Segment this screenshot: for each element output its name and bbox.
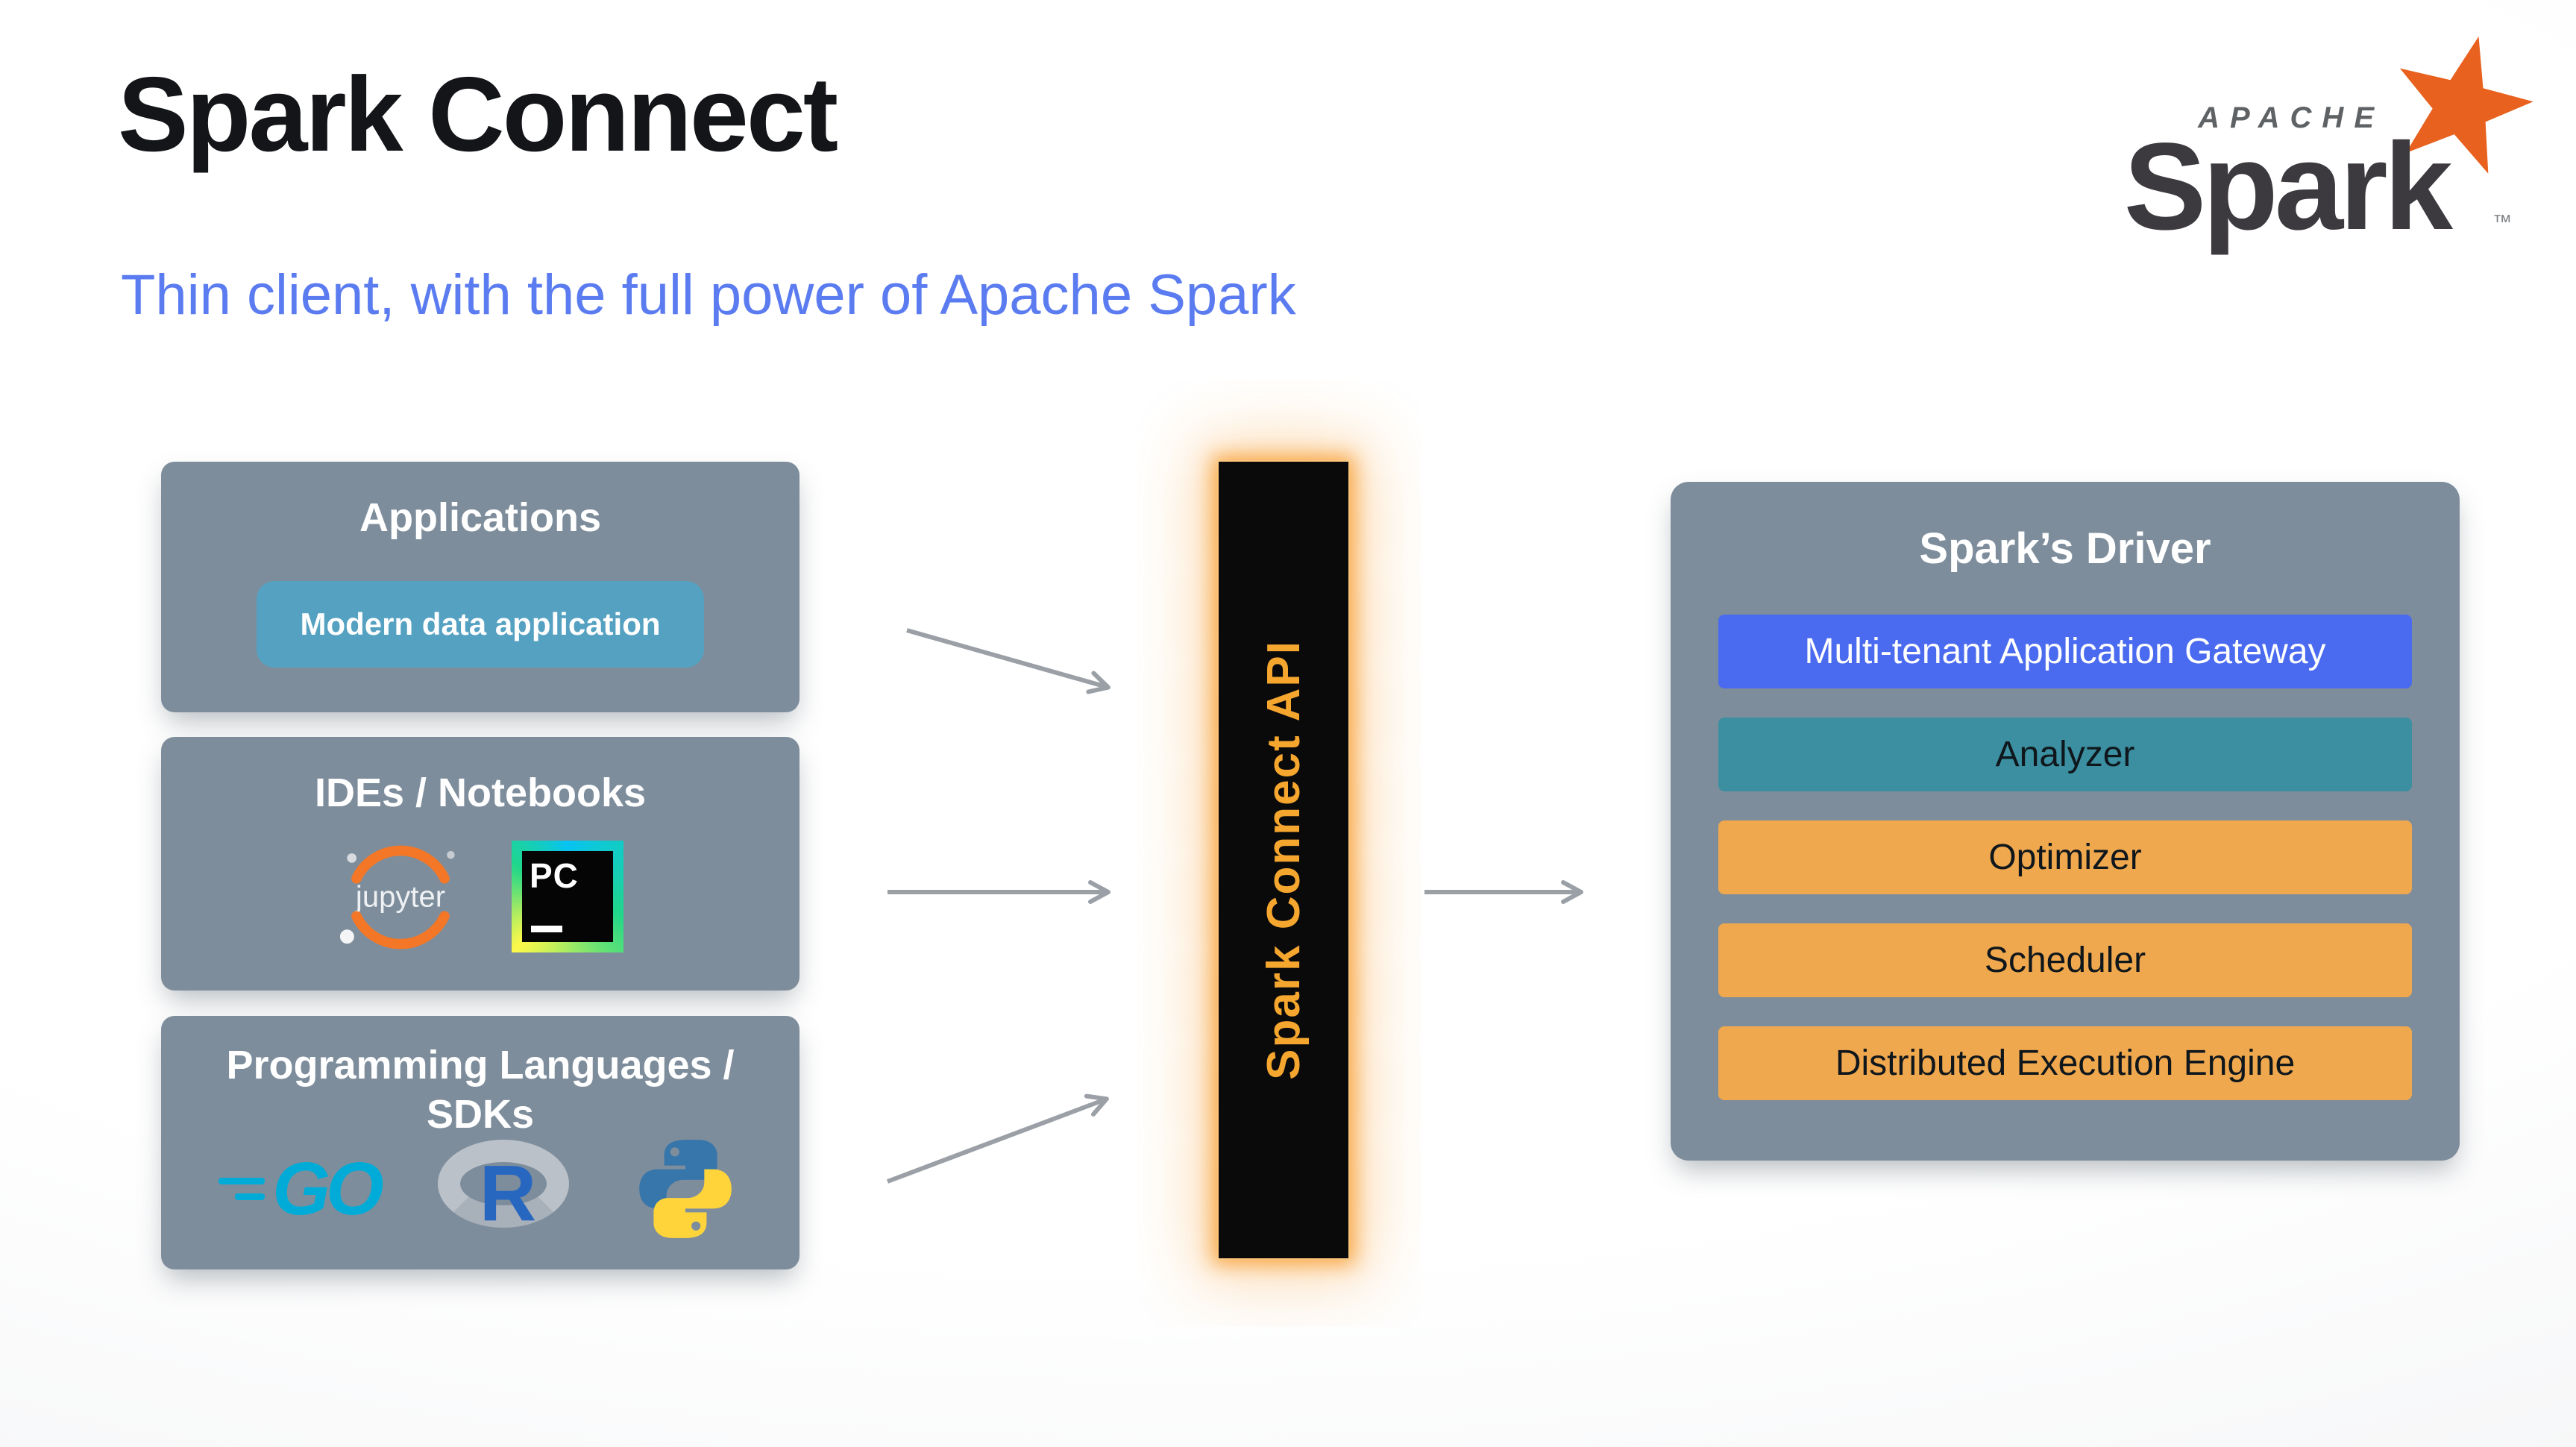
spark-connect-api-label: Spark Connect API xyxy=(1257,640,1310,1080)
arrow-applications-to-api xyxy=(906,628,1110,694)
slide-subtitle: Thin client, with the full power of Apac… xyxy=(121,263,1296,327)
apache-wordmark: APACHE xyxy=(2198,101,2384,134)
languages-title: Programming Languages / SDKs xyxy=(161,1041,799,1140)
languages-logo-row: GO R xyxy=(161,1122,799,1256)
r-label: R xyxy=(479,1149,537,1237)
notebooks-panel: IDEs / Notebooks jupyter PC xyxy=(161,737,799,991)
languages-panel: Programming Languages / SDKs GO R xyxy=(161,1016,799,1269)
spark-wordmark: Spark xyxy=(2123,118,2453,256)
apache-spark-logo: APACHE Spark ™ xyxy=(2090,19,2537,256)
jupyter-icon: jupyter xyxy=(339,845,455,950)
trademark-symbol: ™ xyxy=(2492,210,2512,233)
modern-data-application-pill: Modern data application xyxy=(257,581,704,668)
applications-title: Applications xyxy=(359,495,602,540)
jupyter-label: jupyter xyxy=(355,881,445,914)
spark-star-icon xyxy=(2399,36,2533,174)
go-icon: GO xyxy=(219,1146,384,1232)
driver-layers: Multi-tenant Application Gateway Analyze… xyxy=(1718,615,2412,1100)
driver-layer-gateway: Multi-tenant Application Gateway xyxy=(1718,615,2412,688)
notebooks-logo-row: jupyter PC xyxy=(161,823,799,970)
r-icon: R xyxy=(437,1137,571,1241)
python-icon xyxy=(638,1140,732,1238)
languages-title-line2: SDKs xyxy=(426,1091,535,1137)
page-title: Spark Connect xyxy=(118,55,838,174)
arrow-languages-to-api xyxy=(886,1093,1109,1184)
driver-panel: Spark’s Driver Multi-tenant Application … xyxy=(1671,482,2460,1161)
notebooks-title: IDEs / Notebooks xyxy=(314,770,647,815)
driver-layer-execution-engine: Distributed Execution Engine xyxy=(1718,1026,2412,1100)
applications-panel: Applications Modern data application xyxy=(161,462,799,712)
pycharm-icon: PC xyxy=(512,841,623,952)
spark-connect-api-bar: Spark Connect API xyxy=(1219,462,1348,1258)
pycharm-label: PC xyxy=(530,856,579,895)
driver-layer-optimizer: Optimizer xyxy=(1718,820,2412,894)
languages-title-line1: Programming Languages / xyxy=(226,1043,735,1087)
driver-title: Spark’s Driver xyxy=(1919,524,2211,573)
driver-layer-analyzer: Analyzer xyxy=(1718,718,2412,791)
go-label: GO xyxy=(272,1146,384,1231)
driver-layer-scheduler: Scheduler xyxy=(1718,923,2412,997)
pycharm-underscore xyxy=(531,926,562,932)
